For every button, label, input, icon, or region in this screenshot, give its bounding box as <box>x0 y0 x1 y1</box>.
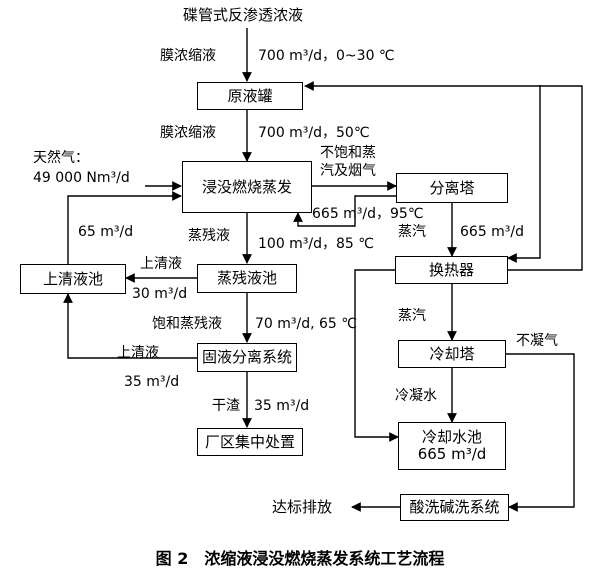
solid-liquid-label: 固液分离系统 <box>201 348 292 366</box>
heat-exchanger-box: 换热器 <box>395 256 508 284</box>
concentrate-label-1: 膜浓缩液 <box>160 48 216 64</box>
dry-residue-label: 干渣 <box>212 398 240 414</box>
arrow-heat-exchanger-to-cooling-pool <box>354 269 399 442</box>
flow-label-1: 700 m³/d，0~30 ℃ <box>258 48 395 64</box>
arrow-heat-exchanger-to-raw-tank <box>304 81 583 271</box>
arrow-noncondensable-to-scrubber <box>506 353 575 512</box>
figure-caption: 图 2 浓缩液浸没燃烧蒸发系统工艺流程 <box>155 549 445 568</box>
concentrate-label-2: 膜浓缩液 <box>160 125 216 141</box>
scrubber-box: 酸洗碱洗系统 <box>400 494 509 521</box>
flow-35a-label: 35 m³/d <box>124 374 180 390</box>
flow-30-label: 30 m³/d <box>132 286 188 302</box>
arrow-separator-return <box>293 195 396 227</box>
saturated-residue-label: 饱和蒸残液 <box>152 316 222 332</box>
disposal-box: 厂区集中处置 <box>197 428 303 456</box>
noncondensable-label: 不凝气 <box>516 333 558 349</box>
residue-label: 蒸残液 <box>188 228 230 244</box>
flow-665-label: 665 m³/d <box>460 224 525 240</box>
gas-flow-label: 49 000 Nm³/d <box>33 170 130 186</box>
supernatant-pool-label: 上清液池 <box>42 269 103 288</box>
heat-exchanger-label: 换热器 <box>428 260 474 279</box>
cooling-pool-flow: 665 m³/d <box>417 445 487 463</box>
cooling-tower-label: 冷却塔 <box>429 344 475 363</box>
cooling-pool-label: 冷却水池 <box>421 428 482 446</box>
source-label: 碟管式反渗透浓液 <box>183 6 304 24</box>
flow-label-2: 700 m³/d，50℃ <box>258 125 370 141</box>
flow-665-95-label: 665 m³/d，95℃ <box>312 206 424 222</box>
separator-box: 分离塔 <box>396 173 508 203</box>
arrow-supernatant-to-evaporator <box>67 191 182 264</box>
unsaturated-label-1: 不饱和蒸 <box>320 145 376 161</box>
natural-gas-label: 天然气： <box>33 150 89 166</box>
supernatant-pool-box: 上清液池 <box>20 264 126 294</box>
cooling-pool-box: 冷却水池 665 m³/d <box>398 422 506 470</box>
arrow-separation-to-supernatant <box>63 293 197 359</box>
separator-label: 分离塔 <box>429 178 475 197</box>
residue-pool-label: 蒸残液池 <box>216 269 277 287</box>
solid-liquid-box: 固液分离系统 <box>197 343 297 372</box>
arrow-loop-to-heat-exchanger <box>507 85 541 263</box>
flow-35b-label: 35 m³/d <box>254 398 310 414</box>
disposal-label: 厂区集中处置 <box>204 432 295 451</box>
flow-70-label: 70 m³/d, 65 ℃ <box>255 316 358 332</box>
flow-100-label: 100 m³/d，85 ℃ <box>258 236 375 252</box>
flow-65-label: 65 m³/d <box>78 224 134 240</box>
scrubber-label: 酸洗碱洗系统 <box>409 498 500 516</box>
supernatant-label-1: 上清液 <box>140 256 182 272</box>
cooling-tower-box: 冷却塔 <box>398 340 506 368</box>
steam-label-2: 蒸汽 <box>398 308 426 324</box>
discharge-label: 达标排放 <box>272 498 333 516</box>
evaporator-label: 浸没燃烧蒸发 <box>201 177 292 196</box>
raw-tank-box: 原液罐 <box>197 82 303 110</box>
residue-pool-box: 蒸残液池 <box>197 264 297 293</box>
raw-tank-label: 原液罐 <box>227 86 273 105</box>
supernatant-label-2: 上清液 <box>117 345 159 361</box>
condensate-label: 冷凝水 <box>395 388 437 404</box>
steam-label-1: 蒸汽 <box>398 224 426 240</box>
evaporator-box: 浸没燃烧蒸发 <box>182 161 312 213</box>
unsaturated-label-2: 汽及烟气 <box>320 163 376 179</box>
